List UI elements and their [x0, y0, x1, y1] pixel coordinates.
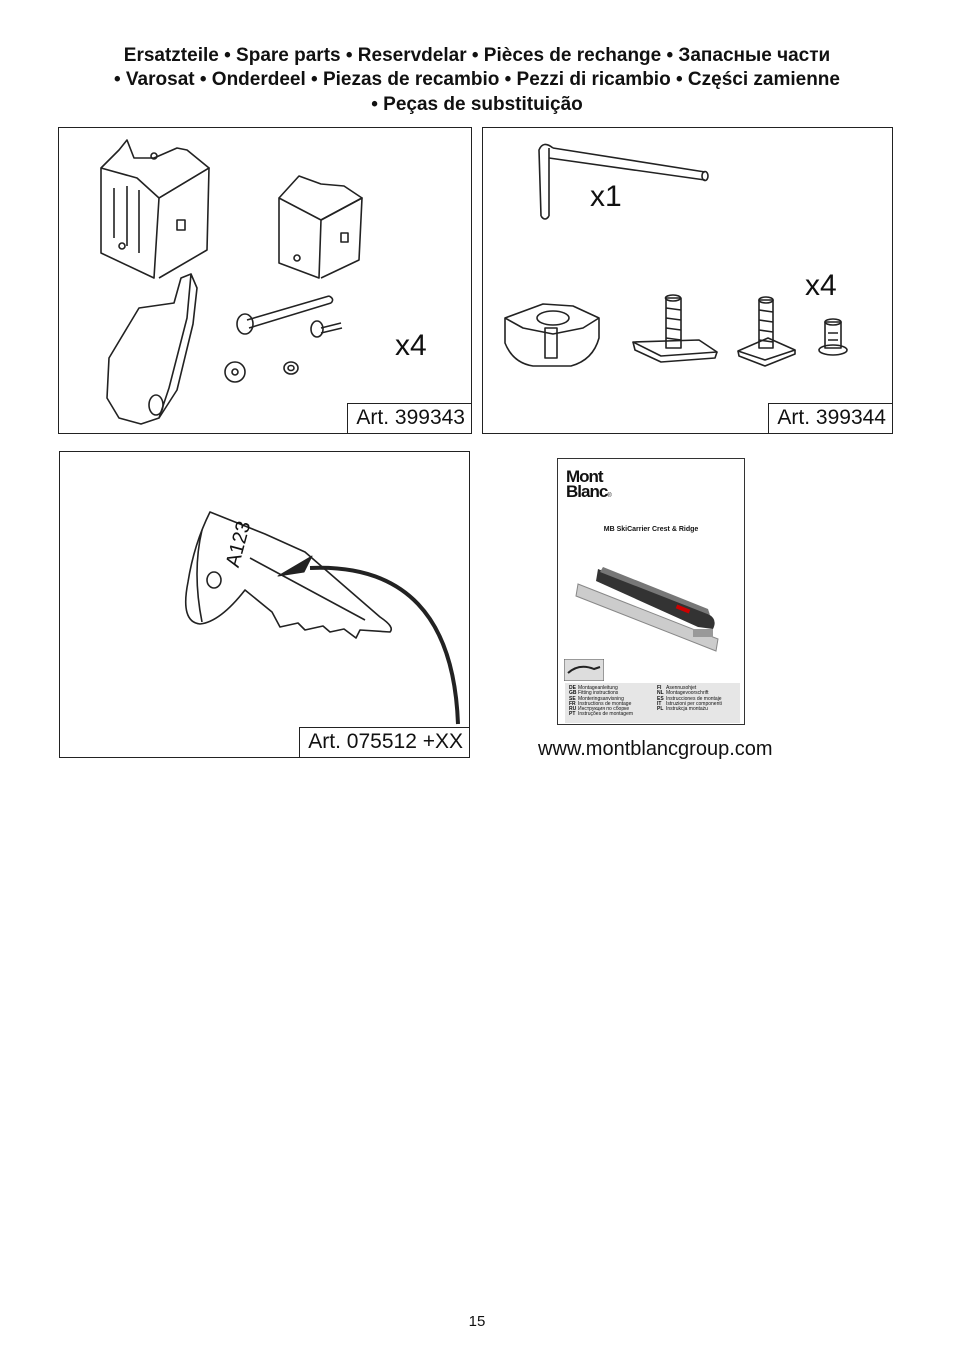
header-line-2: • Varosat • Onderdeel • Piezas de recamb…	[114, 69, 840, 90]
instruction-booklet-cover: Mont Blanc® MB SkiCarrier Crest & Ridge …	[557, 458, 745, 725]
header-line-3: • Peças de substituição	[371, 94, 583, 115]
montblanc-logo: Mont Blanc®	[566, 467, 612, 501]
quantity-label-bolts: x4	[805, 269, 837, 302]
header-line-1: Ersatzteile • Spare parts • Reservdelar …	[123, 45, 831, 66]
panel-art-399343: x4 Art. 399343	[58, 127, 472, 434]
website-url: www.montblancgroup.com	[538, 738, 773, 760]
article-number: Art. 399343	[347, 403, 471, 433]
booklet-title: MB SkiCarrier Crest & Ridge	[603, 526, 699, 533]
panel-art-075512: A123 Art. 075512 +XX	[59, 451, 470, 758]
article-number: Art. 075512 +XX	[299, 727, 469, 757]
thumbnail-image	[564, 659, 604, 681]
ski-carrier-image	[575, 567, 719, 652]
page-number: 15	[468, 1313, 486, 1330]
panel-art-399344: x1 x4 Art. 399344	[482, 127, 893, 434]
tool-and-hardware-illustration	[504, 143, 848, 367]
bracket-parts-illustration	[100, 139, 363, 425]
quantity-label: x4	[395, 329, 427, 362]
quantity-label-wrench: x1	[590, 180, 622, 213]
key-illustration	[184, 511, 460, 725]
article-number: Art. 399344	[768, 403, 892, 433]
